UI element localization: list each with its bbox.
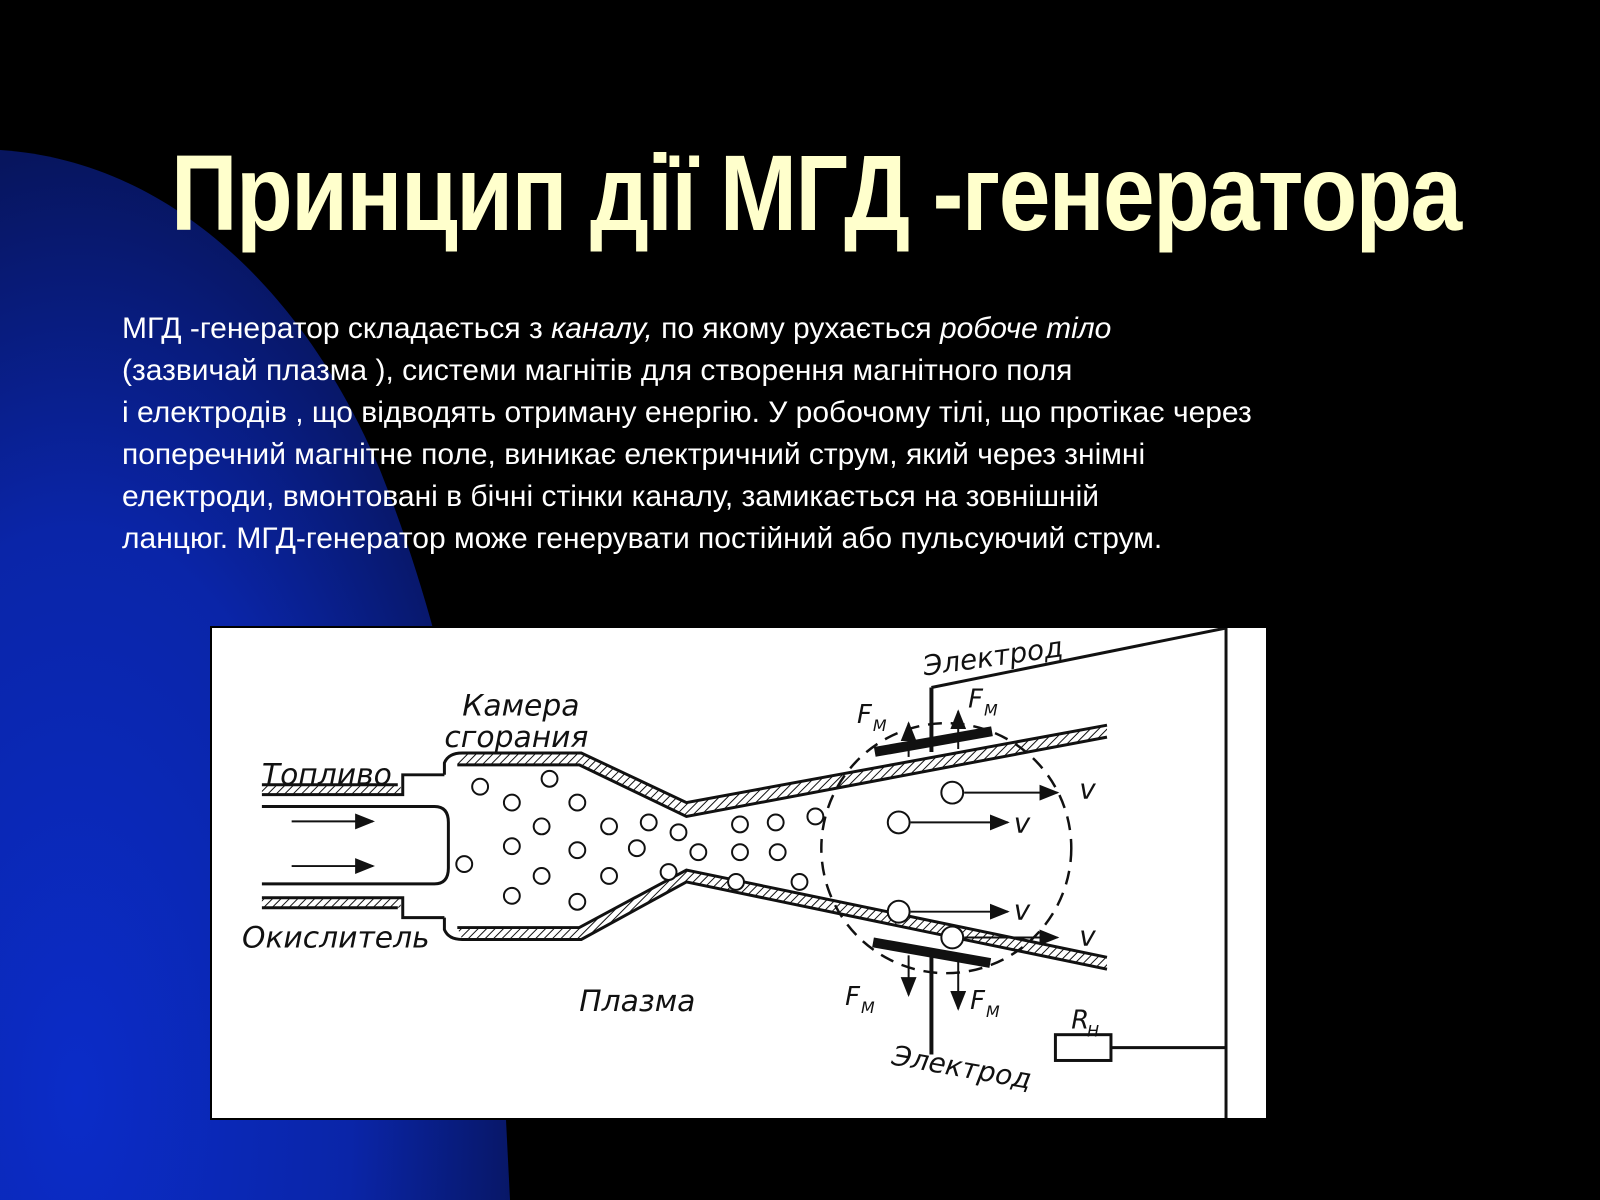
- label-velocity-4: v: [1079, 919, 1096, 952]
- label-load: R: [1071, 1006, 1089, 1036]
- wall-hatch-top: [457, 725, 1107, 817]
- label-velocity-3: v: [1014, 894, 1031, 927]
- pipe-wall-bottom: [261, 897, 401, 908]
- label-load-subscript: Н: [1087, 1022, 1099, 1041]
- label-force-bottom-left: F: [845, 982, 861, 1012]
- particle-arrows: [900, 709, 1060, 1011]
- inlet-pipes: [261, 773, 450, 920]
- label-force-top-right: F: [968, 684, 984, 714]
- label-fuel: Топливо: [262, 758, 392, 793]
- label-force-subscript-4: М: [986, 1002, 1000, 1021]
- label-force-top-left: F: [857, 700, 873, 730]
- slide-title: Принцип дії МГД -генератора: [170, 132, 1462, 253]
- plasma-particles: [455, 769, 965, 950]
- mhd-generator-diagram: Топливо Камера сгорания Окислитель Плазм…: [210, 626, 1268, 1120]
- slide-body-text: МГД -генератор складається з каналу, по …: [122, 308, 1542, 560]
- pipe-wall-top: [261, 784, 401, 795]
- body-line-4: поперечний магнітне поле, виникає електр…: [122, 438, 1146, 471]
- body-line-1: МГД -генератор складається з каналу, по …: [122, 312, 1112, 345]
- label-force-subscript-3: М: [861, 998, 875, 1017]
- body-line-5: електроди, вмонтовані в бічні стінки кан…: [122, 480, 1100, 513]
- body-line-3: і електродів , що відводять отриману ене…: [122, 396, 1252, 429]
- label-plasma: Плазма: [579, 984, 695, 1019]
- electrode-top: [873, 628, 1228, 1118]
- label-velocity-2: v: [1079, 773, 1096, 806]
- wall-hatch-bottom: [457, 870, 1107, 970]
- label-velocity-1: v: [1014, 806, 1031, 839]
- label-chamber-2: сгорания: [444, 720, 588, 755]
- body-line-6: ланцюг. МГД-генератор може генерувати по…: [122, 522, 1163, 555]
- electrode-bottom: [872, 937, 992, 1055]
- diagram-svg: Топливо Камера сгорания Окислитель Плазм…: [242, 628, 1228, 1118]
- load-resistor: [1053, 1033, 1113, 1062]
- label-chamber-1: Камера: [462, 688, 579, 723]
- label-force-bottom-right: F: [970, 986, 986, 1016]
- label-force-subscript-2: М: [984, 700, 998, 719]
- body-line-2: (зазвичай плазма ), системи магнітів для…: [122, 354, 1073, 387]
- label-electrode-bottom: Электрод: [889, 1039, 1035, 1096]
- label-force-subscript-1: М: [873, 716, 887, 735]
- label-oxidizer: Окислитель: [242, 920, 430, 955]
- magnetic-field-region: [820, 721, 1073, 975]
